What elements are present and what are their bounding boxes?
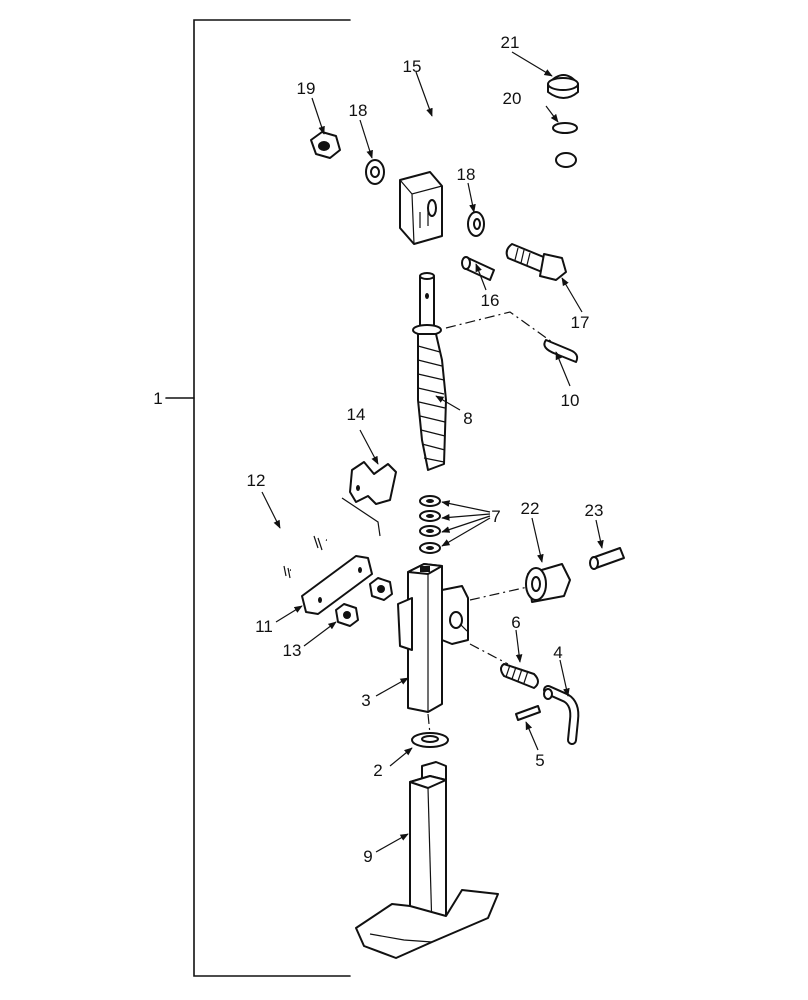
leader-arrows xyxy=(261,51,604,853)
part-19-nut xyxy=(310,131,341,159)
part-18-washer-right xyxy=(467,211,485,237)
arrow-18b xyxy=(467,182,476,213)
callout-10: 10 xyxy=(561,391,580,410)
leader-line-10 xyxy=(445,311,553,343)
part-3-main-tube xyxy=(397,563,469,713)
arrow-4 xyxy=(559,659,570,697)
arrow-18a xyxy=(359,119,373,159)
callout-15: 15 xyxy=(403,57,422,76)
arrow-12 xyxy=(261,491,281,529)
callout-3: 3 xyxy=(361,691,370,710)
part-9-foot xyxy=(355,761,499,959)
arrow-23 xyxy=(595,519,604,549)
callout-4: 4 xyxy=(553,643,562,662)
leader-line-3a xyxy=(459,623,469,633)
arrow-2 xyxy=(389,747,413,767)
arrow-19 xyxy=(311,97,325,135)
callout-17: 17 xyxy=(571,313,590,332)
leader-line-6 xyxy=(469,643,509,665)
callout-1: 1 xyxy=(153,389,162,408)
arrow-17 xyxy=(561,277,583,313)
part-15-handle xyxy=(399,109,577,245)
part-13-nut-lower xyxy=(335,603,359,627)
arrow-7c xyxy=(441,515,491,533)
part-18-washer-left xyxy=(365,159,385,185)
assembly-bracket xyxy=(165,19,351,977)
part-23-pin xyxy=(589,547,625,570)
part-14-clamp xyxy=(349,461,397,505)
callout-22: 22 xyxy=(521,499,540,518)
arrow-7b xyxy=(441,513,491,521)
arrow-14 xyxy=(359,429,379,465)
callout-6: 6 xyxy=(511,613,520,632)
arrow-9 xyxy=(375,833,409,853)
arrow-6 xyxy=(515,629,523,663)
callout-13: 13 xyxy=(283,641,302,660)
arrow-3 xyxy=(375,677,409,697)
callout-5: 5 xyxy=(535,751,544,770)
callout-21: 21 xyxy=(501,33,520,52)
callout-9: 9 xyxy=(363,847,372,866)
callout-7: 7 xyxy=(491,507,500,526)
arrow-20 xyxy=(545,105,559,123)
callout-14: 14 xyxy=(347,405,366,424)
part-5-small-pin xyxy=(515,705,541,721)
callout-23: 23 xyxy=(585,501,604,520)
callout-16: 16 xyxy=(481,291,500,310)
part-7-washer-stack xyxy=(419,495,441,554)
arrow-21 xyxy=(511,51,553,77)
callout-11: 11 xyxy=(255,617,273,636)
arrow-13 xyxy=(303,621,337,647)
part-17-bolt xyxy=(505,243,567,281)
arrow-10 xyxy=(555,351,571,387)
arrow-15 xyxy=(415,71,433,117)
arrow-5 xyxy=(525,721,539,751)
arrow-22 xyxy=(531,517,544,563)
part-20-clip xyxy=(552,122,578,134)
part-13-nut-upper xyxy=(369,577,393,601)
callout-19: 19 xyxy=(297,79,316,98)
callout-2: 2 xyxy=(373,761,382,780)
leader-line-22 xyxy=(469,585,533,601)
arrow-11 xyxy=(275,605,303,623)
callout-8: 8 xyxy=(463,409,472,428)
part-2-washer xyxy=(411,732,449,748)
callout-labels: 1 2 3 4 5 6 7 8 9 10 11 12 13 14 15 16 1… xyxy=(153,33,603,866)
callout-20: 20 xyxy=(503,89,522,108)
callout-18-left: 18 xyxy=(349,101,368,120)
part-4-bent-pin xyxy=(543,685,580,745)
arrow-7d xyxy=(441,517,491,547)
part-11-plate xyxy=(301,555,373,615)
part-22-collar xyxy=(525,563,571,603)
part-6-spring xyxy=(500,663,539,689)
callout-12: 12 xyxy=(247,471,266,490)
arrow-7a xyxy=(441,500,491,513)
leader-line-2 xyxy=(427,713,431,735)
part-21-cap xyxy=(547,74,579,99)
part-12-u-bolt xyxy=(259,526,327,579)
part-8-screw-shaft xyxy=(412,272,447,471)
leader-line-14 xyxy=(341,497,381,537)
arrow-8 xyxy=(435,395,461,411)
arrow-16 xyxy=(475,263,487,291)
callout-18-right: 18 xyxy=(457,165,476,184)
part-10-cotter-pin xyxy=(543,339,579,363)
